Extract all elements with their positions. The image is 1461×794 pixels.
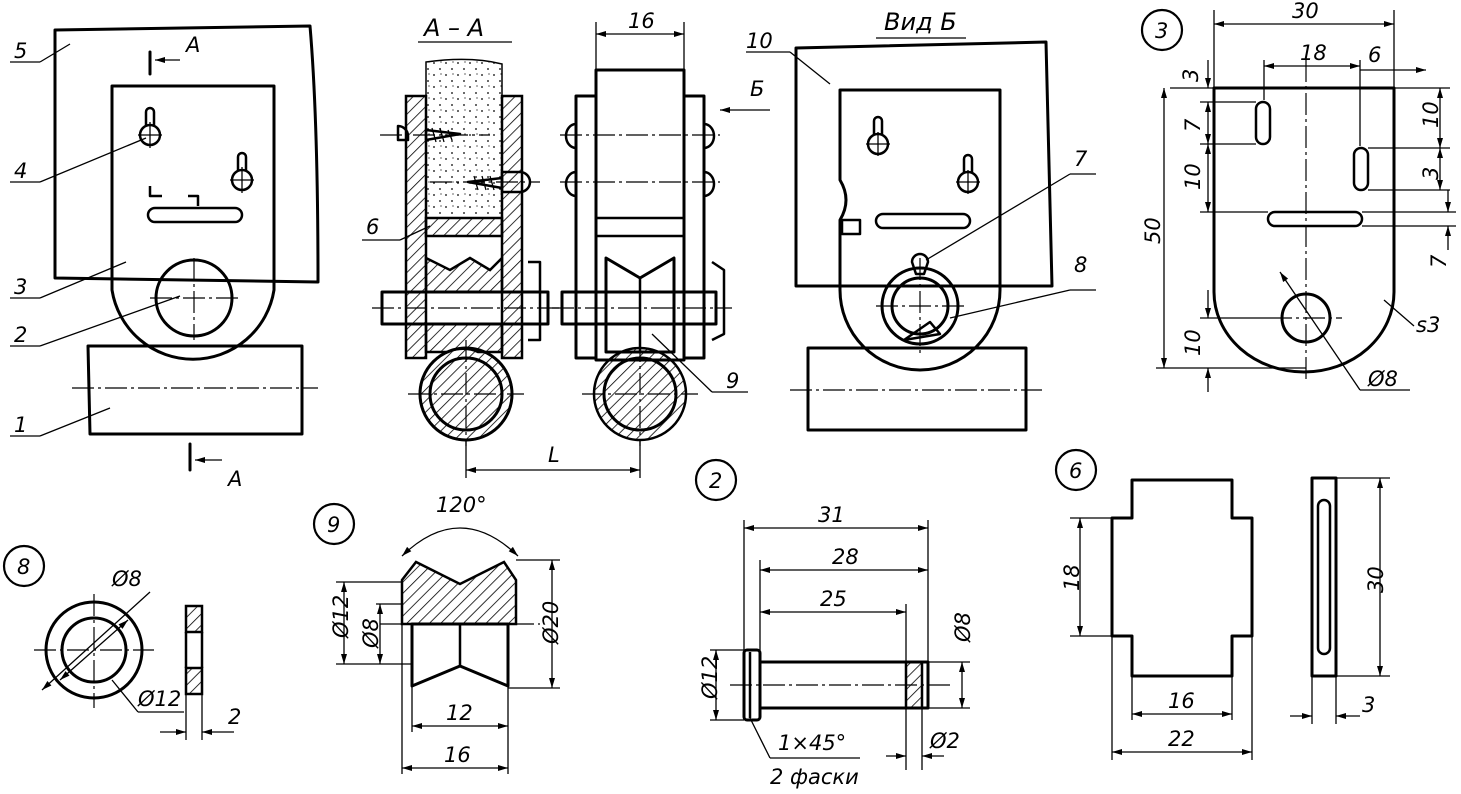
svg-text:7: 7 (1427, 254, 1451, 268)
leader-9: 9 (726, 369, 739, 393)
section-a-a: А – А (362, 14, 560, 446)
svg-text:31: 31 (818, 503, 845, 527)
svg-text:6: 6 (1368, 43, 1381, 67)
svg-text:10: 10 (1419, 101, 1443, 128)
main-view: А А 5 4 3 2 1 (10, 24, 320, 491)
rail-1 (86, 344, 304, 436)
leader-3: 3 (14, 275, 27, 299)
dim-width-16: 16 (628, 9, 655, 33)
screw-icon (380, 124, 490, 143)
leader-7: 7 (1074, 147, 1088, 171)
svg-text:50: 50 (1141, 217, 1165, 244)
leader-4: 4 (14, 159, 27, 183)
leader-6: 6 (366, 215, 379, 239)
keyhole-slot-icon (956, 153, 980, 194)
section-title: А – А (422, 14, 484, 42)
leader-2: 2 (14, 323, 27, 347)
svg-text:2: 2 (228, 705, 241, 729)
svg-text:30: 30 (1292, 0, 1319, 23)
leader-1: 1 (14, 413, 27, 437)
detail-number-9: 9 (327, 513, 340, 537)
svg-text:Ø12: Ø12 (137, 687, 181, 711)
svg-text:28: 28 (832, 545, 859, 569)
svg-text:16: 16 (1168, 689, 1195, 713)
screw-icon (430, 170, 540, 194)
svg-text:3: 3 (1362, 693, 1375, 717)
svg-text:Ø2: Ø2 (929, 729, 960, 753)
svg-text:Ø12: Ø12 (329, 595, 353, 639)
detail-2: 2 31 28 25 Ø12 Ø8 Ø2 1×45° (694, 458, 975, 789)
side-view: 16 Б L 9 (465, 9, 770, 478)
detail-number-6: 6 (1069, 459, 1082, 483)
svg-text:3: 3 (1419, 167, 1443, 180)
svg-text:30: 30 (1364, 566, 1388, 593)
svg-text:Ø8: Ø8 (111, 567, 142, 591)
view-b: Вид Б 10 7 8 (746, 8, 1096, 432)
plank-5 (53, 24, 320, 284)
svg-text:Ø20: Ø20 (539, 601, 563, 645)
keyhole-slot-icon (230, 151, 254, 193)
leader-10: 10 (746, 29, 773, 53)
detail-3: 3 30 18 6 3 7 10 50 10 (1140, 0, 1456, 392)
detail-9: 9 120° Ø12 Ø8 Ø20 12 16 (312, 493, 563, 774)
bracket-plate-3 (110, 84, 276, 361)
section-mark-bottom: А (226, 467, 242, 491)
dim-span-L: L (548, 443, 560, 467)
leader-8: 8 (1074, 253, 1087, 277)
svg-text:12: 12 (446, 701, 473, 725)
svg-text:18: 18 (1060, 564, 1084, 591)
svg-text:s3: s3 (1416, 313, 1440, 337)
svg-text:16: 16 (444, 743, 471, 767)
detail-8: 8 Ø8 Ø12 2 (2, 544, 241, 740)
keyhole-slot-icon (866, 115, 890, 156)
view-title: Вид Б (884, 8, 957, 36)
svg-text:Ø8: Ø8 (359, 618, 383, 649)
svg-text:2 фаски: 2 фаски (770, 765, 859, 789)
keyhole-slot-icon (138, 106, 162, 148)
detail-number-2: 2 (709, 469, 722, 493)
detail-number-3: 3 (1155, 19, 1168, 43)
svg-text:18: 18 (1300, 41, 1327, 65)
svg-text:7: 7 (1181, 118, 1205, 132)
svg-text:120°: 120° (436, 493, 487, 517)
svg-text:Ø8: Ø8 (951, 612, 975, 643)
detail-6: 6 18 16 22 30 3 (1054, 448, 1390, 760)
svg-text:10: 10 (1181, 329, 1205, 356)
svg-text:3: 3 (1179, 69, 1203, 82)
svg-text:1×45°: 1×45° (778, 731, 846, 755)
svg-text:Ø12: Ø12 (698, 656, 722, 700)
svg-text:10: 10 (1181, 163, 1205, 190)
leader-5: 5 (14, 39, 27, 63)
view-mark: Б (750, 77, 764, 101)
section-mark-top: А (184, 33, 200, 57)
svg-text:Ø8: Ø8 (1367, 367, 1398, 391)
detail-number-8: 8 (17, 555, 30, 579)
svg-text:25: 25 (820, 587, 847, 611)
svg-text:22: 22 (1168, 727, 1195, 751)
